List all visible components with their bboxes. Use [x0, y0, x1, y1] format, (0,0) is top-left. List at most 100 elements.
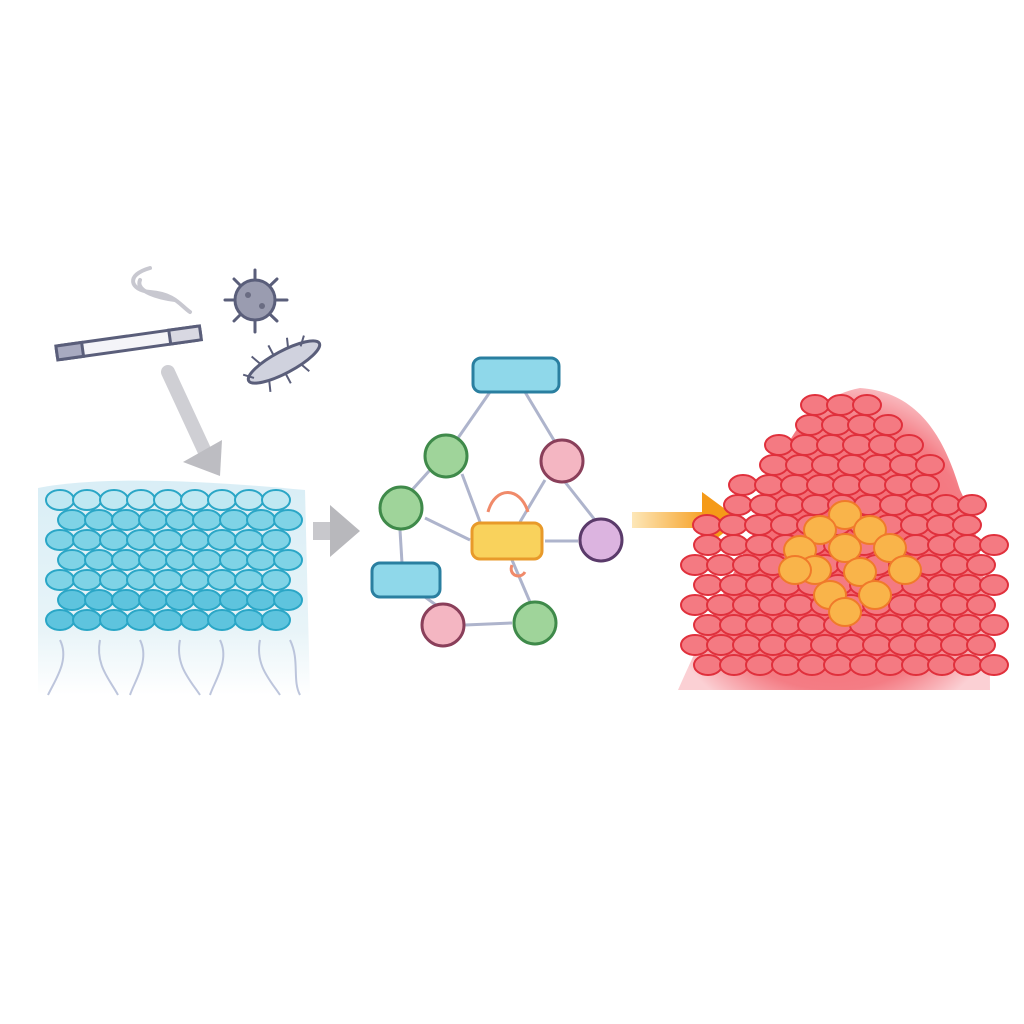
- healthy-cell: [45, 609, 75, 631]
- tumor-cell: [706, 554, 736, 576]
- tumor-cell: [759, 454, 789, 476]
- healthy-cell: [126, 529, 156, 551]
- tumor-cell: [847, 414, 877, 436]
- tumor-cell: [901, 654, 931, 676]
- tumor-cell: [732, 634, 762, 656]
- healthy-cell: [72, 529, 102, 551]
- healthy-cell: [207, 609, 237, 631]
- healthy-cell: [72, 489, 102, 511]
- healthy-cell: [99, 489, 129, 511]
- signaling-network: [370, 356, 624, 648]
- healthy-cells: [45, 489, 303, 631]
- tumor-cell: [931, 494, 961, 516]
- healthy-cell: [234, 489, 264, 511]
- tumor-cell: [915, 454, 945, 476]
- tumor-cell: [797, 614, 827, 636]
- tumor-cell: [879, 494, 909, 516]
- tumor-cell: [832, 474, 862, 496]
- tumor-cell: [842, 434, 872, 456]
- node-green-3: [512, 600, 558, 646]
- tumor-cell: [888, 634, 918, 656]
- healthy-cell: [153, 529, 183, 551]
- tumor-cell: [927, 654, 957, 676]
- healthy-cell: [207, 569, 237, 591]
- tumor-cell: [823, 654, 853, 676]
- healthy-cell: [126, 609, 156, 631]
- tumor-cell: [901, 614, 931, 636]
- tumor-cell: [693, 574, 723, 596]
- healthy-cell: [180, 489, 210, 511]
- tumor-core-cell: [853, 515, 887, 545]
- healthy-cell: [261, 529, 291, 551]
- tumor-mass: [678, 388, 1009, 690]
- healthy-cell: [84, 509, 114, 531]
- tumor-cell: [744, 514, 774, 536]
- tumor-cell: [719, 574, 749, 596]
- tumor-cell: [801, 494, 831, 516]
- tumor-cell: [868, 434, 898, 456]
- tumor-cell: [745, 534, 775, 556]
- tumor-cell: [680, 554, 710, 576]
- tumor-core-cell: [828, 500, 862, 530]
- healthy-cell: [180, 529, 210, 551]
- tumor-cell: [927, 534, 957, 556]
- healthy-cell: [165, 589, 195, 611]
- healthy-cell: [153, 489, 183, 511]
- healthy-cell: [153, 609, 183, 631]
- tumor-cell: [693, 654, 723, 676]
- tumor-cell: [719, 534, 749, 556]
- node-green-2: [378, 485, 424, 531]
- healthy-cell: [126, 569, 156, 591]
- tumor-cell: [900, 514, 930, 536]
- node-pink-1: [539, 438, 585, 484]
- healthy-cell: [99, 529, 129, 551]
- healthy-cell: [126, 489, 156, 511]
- tumor-cell: [927, 574, 957, 596]
- tumor-cell: [784, 594, 814, 616]
- healthy-cell: [84, 549, 114, 571]
- tumor-cell: [771, 654, 801, 676]
- tumor-cell: [745, 614, 775, 636]
- tumor-cell: [775, 494, 805, 516]
- tumor-cell: [758, 594, 788, 616]
- tumor-cell: [858, 474, 888, 496]
- healthy-cell: [273, 509, 303, 531]
- tumor-cell: [979, 614, 1009, 636]
- healthy-cell: [261, 569, 291, 591]
- tumor-cell: [894, 434, 924, 456]
- tumor-core-cell: [778, 555, 812, 585]
- healthy-cell: [246, 509, 276, 531]
- tumor-core-cell: [843, 557, 877, 587]
- tumor-cell: [905, 494, 935, 516]
- smoke-icon: [131, 266, 192, 314]
- healthy-cell: [192, 549, 222, 571]
- node-pink-2: [420, 602, 466, 648]
- healthy-cell: [57, 509, 87, 531]
- tumor-cell: [758, 634, 788, 656]
- healthy-cell: [219, 549, 249, 571]
- tumor-cell: [863, 454, 893, 476]
- healthy-cell: [99, 609, 129, 631]
- tumor-cell: [927, 614, 957, 636]
- node-rect-left: [370, 561, 442, 599]
- node-rect-center: [470, 521, 544, 561]
- healthy-cell: [261, 489, 291, 511]
- healthy-cell: [207, 529, 237, 551]
- tumor-cell: [800, 394, 830, 416]
- tumor-cell: [785, 454, 815, 476]
- progression-arrow-1: [313, 505, 360, 557]
- tumor-cell: [979, 654, 1009, 676]
- node-rect-top: [471, 356, 561, 394]
- healthy-cell: [111, 509, 141, 531]
- healthy-cell: [192, 509, 222, 531]
- tumor-cell: [680, 594, 710, 616]
- healthy-cell: [234, 609, 264, 631]
- tumor-cell: [749, 494, 779, 516]
- tumor-cell: [754, 474, 784, 496]
- tumor-cell: [875, 654, 905, 676]
- node-purple: [578, 517, 624, 563]
- tumor-cell: [910, 474, 940, 496]
- tumor-core-cell: [803, 515, 837, 545]
- tumor-cell: [745, 654, 775, 676]
